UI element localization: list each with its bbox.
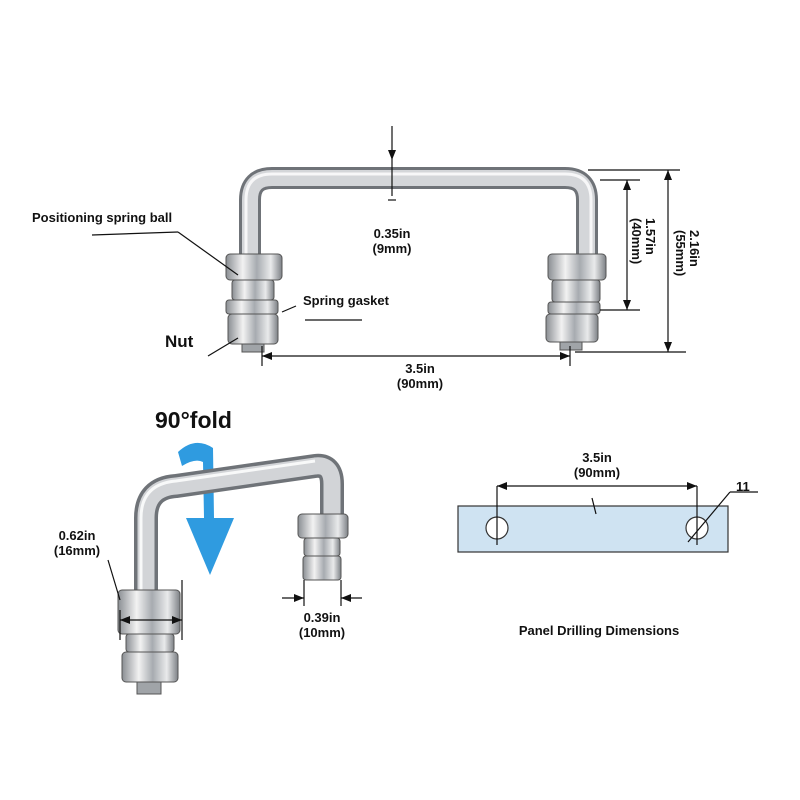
inner-diameter-inch: 0.39in [304,610,341,625]
inner-height-dimension [600,179,640,311]
handle-bar [242,170,595,262]
right-hardware [545,253,607,351]
outer-diameter-dimension [107,559,183,640]
thickness-inch: 0.35in [374,226,411,241]
handle-bar-outline [239,167,598,262]
folded-bar [137,457,341,600]
positioning-spring-ball-label: Positioning spring ball [32,210,172,225]
total-height-dimension [575,169,686,353]
panel-caption: Panel Drilling Dimensions [519,623,679,638]
spring-gasket-label: Spring gasket [303,293,390,308]
hole-size-label: 11 [736,479,750,494]
outer-diameter-inch: 0.62in [59,528,96,543]
inner-height-inch: 1.57in [643,218,658,255]
folded-handle [117,453,349,695]
inner-diameter-mm: (10mm) [299,625,345,640]
panel-spacing-inch: 3.5in [582,450,612,465]
panel-spacing-mm: (90mm) [574,465,620,480]
thickness-mm: (9mm) [372,241,411,256]
handle-bar-highlight [244,172,593,262]
width-dimension [261,346,571,366]
inner-height-mm: (40mm) [629,218,644,264]
width-mm: (90mm) [397,376,443,391]
fold-arrow [178,442,234,575]
total-height-inch: 2.16in [687,230,702,267]
nut-label: Nut [165,332,194,351]
panel-drawing [457,482,758,553]
positioning-leader [91,231,179,236]
top-handle [225,167,607,353]
outer-diameter-mm: (16mm) [54,543,100,558]
total-height-mm: (55mm) [673,230,688,276]
thickness-dimension [388,126,396,201]
left-hardware [225,253,283,353]
width-inch: 3.5in [405,361,435,376]
nut-leader [207,337,239,357]
inner-diameter-dimension [282,580,362,606]
fold-title: 90°fold [155,407,232,433]
